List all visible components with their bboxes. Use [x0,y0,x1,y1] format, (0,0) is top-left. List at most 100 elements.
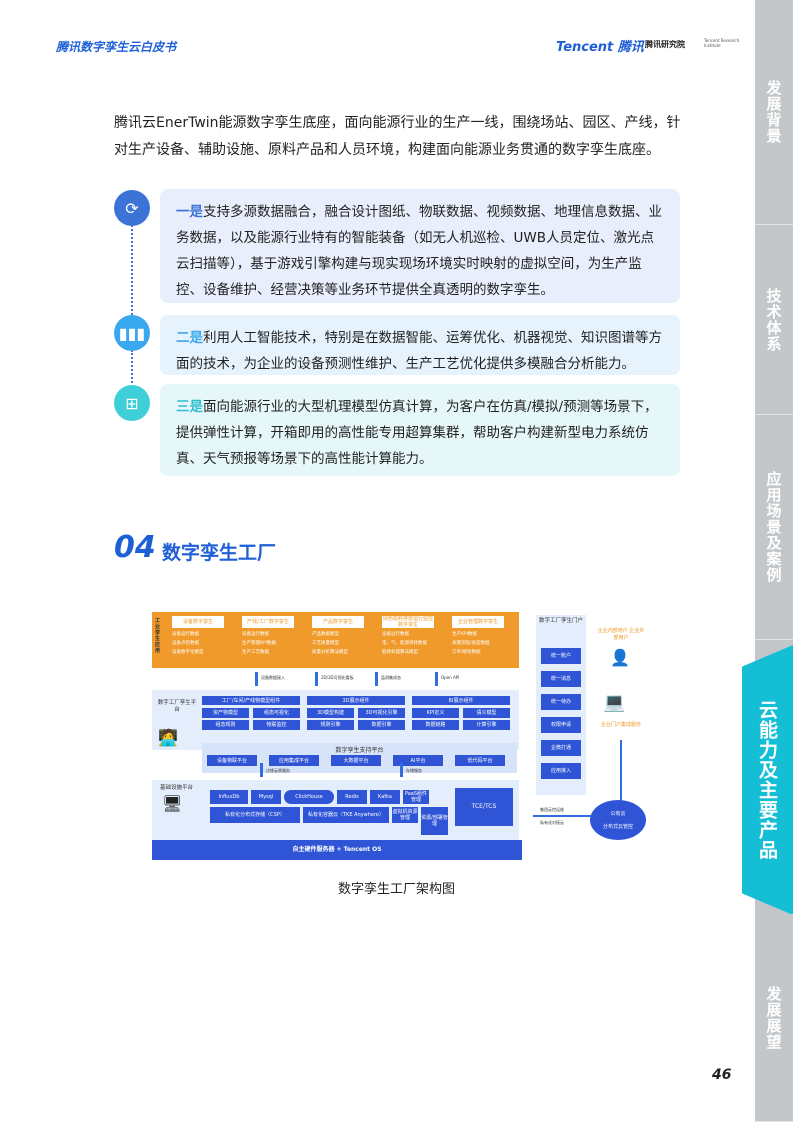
support-item: 设备物联平台 [207,755,257,766]
users-icon: 👤 [610,648,630,667]
section-number: 04 [114,530,156,565]
component-item: 语义模型 [463,708,510,718]
app-title: 产品数字孪生 [312,616,364,628]
point-text: 利用人工智能技术，特别是在数据智能、运筹优化、机器视觉、知识图谱等方面的技术，为… [176,330,662,372]
tencent-logo: Tencent 腾讯 [556,40,644,55]
os-bar: 自主硬件服务器 + Tencent OS [152,840,522,860]
cloud-label: 公有云 [610,811,626,817]
app-title: 企业管理数字孪生 [452,616,504,628]
app-item: 产品数据模型 [312,632,339,637]
component-item: 组态可视化 [253,708,300,718]
tab-outlook[interactable]: 发展展望 [755,915,793,1122]
portal-title: 数字工厂孪生门户 [538,618,583,624]
timeline-line [131,225,133,315]
portal-item: 权限申请 [541,717,581,733]
cloud-link-label: 私有化对接云 [540,820,564,825]
up-arrow-icon [260,763,263,777]
user-illustration-icon: 🧑‍💻 [158,728,178,747]
app-title: 绿色能耗排放运行监控数字孪生 [382,616,434,628]
app-title: 设备数字孪生 [172,616,224,628]
support-item: 低代码平台 [455,755,505,766]
app-item: 设备运行数据 [382,632,409,637]
portal-item: 应用接入 [541,763,581,779]
timeline-line [131,350,133,390]
point-lead: 三是 [176,399,203,415]
point-card-3: 三是面向能源行业的大型机理模型仿真计算，为客户在仿真/模拟/预测等场景下，提供弹… [160,384,680,476]
platform-label: 数字工厂孪生平台 [157,700,197,713]
app-title: 产线/工厂数字孪生 [242,616,294,628]
app-label: 工业孪生应用 [155,618,161,654]
app-item: 设备点检数据 [172,641,199,646]
arrow-label: Open API [441,675,460,680]
portal-item: 统一账户 [541,648,581,664]
app-item: 质量分析算法模型 [312,650,348,655]
point-lead: 二是 [176,330,203,346]
infra-item: 虚拟机资源管理 [392,807,418,823]
architecture-diagram: 工业孪生应用 设备数字孪生设备运行数据设备点检数据设备数字化模型 产线/工厂数字孪… [150,610,650,865]
tab-background[interactable]: 发展背景 [755,0,793,225]
infra-item: 资源/部署管理 [421,807,448,835]
infra-item: ClickHouse [284,790,334,804]
arrow-label: 监测集成态 [381,675,401,680]
component-item: 3D可视化引擎 [358,708,405,718]
arrow-label: 2D/3D可视化看板 [321,675,354,680]
component-group-title: 3D展示组件 [307,696,405,705]
component-item: 资产物模型 [202,708,249,718]
horizontal-arrow [533,815,591,817]
infra-item: InfluxDb [210,790,248,804]
arrow-label: 设备数据接入 [261,675,285,680]
laptop-cloud-icon: 💻 [603,692,626,713]
component-item: 数据链路 [412,720,459,730]
section-title: 数字孪生工厂 [162,542,277,564]
point-card-2: 二是利用人工智能技术，特别是在数据智能、运筹优化、机器视觉、知识图谱等方面的技术… [160,315,680,375]
app-item: 生产KPI数据 [452,632,477,637]
cloud-computer-icon: 🖥 [162,794,183,813]
header-title: 腾讯数字孪生云白皮书 [56,40,177,54]
component-item: 规则引擎 [307,720,354,730]
intro-paragraph: 腾讯云EnerTwin能源数字孪生底座，面向能源行业的生产一线，围绕场站、园区、… [114,115,681,158]
point-lead: 一是 [176,204,203,220]
support-item: AI平台 [393,755,443,766]
page-number: 46 [712,1067,732,1083]
infra-item: PaaS组件管理 [403,790,429,804]
cloud-label: 分布式云管控 [602,824,633,830]
infra-item: Kafka [370,790,400,804]
app-item: 关键流程/进度数据 [452,641,490,646]
tab-cases[interactable]: 应用场景及案例 [755,415,793,640]
point-text: 面向能源行业的大型机理模型仿真计算，为客户在仿真/模拟/预测等场景下，提供弹性计… [176,399,658,467]
tab-cloud-products[interactable]: 云能力及主要产品 [742,645,793,915]
component-item: 计算引擎 [463,720,510,730]
public-cloud: 公有云 分布式云管控 [590,800,646,840]
up-arrow-icon [315,672,318,686]
up-arrow-icon [255,672,258,686]
component-item: 物联监控 [253,720,300,730]
app-item: 生产管理KPI数据 [242,641,276,646]
component-item: 数据引擎 [358,720,405,730]
app-item: 生产工艺数据 [242,650,269,655]
point-card-1: 一是支持多源数据融合，融合设计图纸、物联数据、视频数据、地理信息数据、业务数据，… [160,189,680,303]
infra-label: 基础设施平台 [160,785,194,791]
up-arrow-icon [375,672,378,686]
integration-label: 企业门户集成服务 [600,722,641,728]
infra-item: Redis [337,790,367,804]
support-item: 应用集成平台 [269,755,319,766]
figure-caption: 数字孪生工厂架构图 [337,882,455,897]
infra-item: Mysql [251,790,281,804]
app-item: 设备数字化模型 [172,650,204,655]
calculator-icon: ⊞ [114,385,150,421]
sidebar [755,0,793,1122]
app-item: 设备运行数据 [242,632,269,637]
component-group-title: BI展示组件 [412,696,510,705]
infra-item: 私有化容器云（TKE Anywhere） [303,807,389,823]
component-item: 3D模型构建 [307,708,354,718]
arrow-label: 边缘云原服务 [266,768,290,773]
tab-tech[interactable]: 技术体系 [755,225,793,415]
arrow-label: 存储服务 [406,768,422,773]
infra-item: 私有化分布式存储（CSP） [210,807,300,823]
institute-en: Tencent Research Institute [704,38,740,48]
support-title: 数字孪生支持平台 [335,747,384,754]
support-item: 大数据平台 [331,755,381,766]
portal-item: 企微打通 [541,740,581,756]
vertical-arrow [620,740,622,808]
app-item: 能耗机理算法模型 [382,650,418,655]
